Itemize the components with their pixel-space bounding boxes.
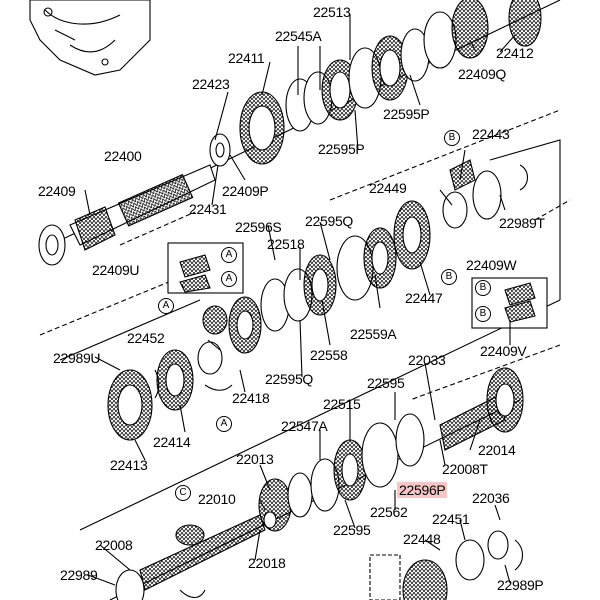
part-label-22596p-highlighted[interactable]: 22596P	[397, 482, 448, 498]
marker-a-3: A	[158, 298, 174, 314]
part-label-22452: 22452	[127, 330, 165, 346]
part-label-22413: 22413	[110, 457, 148, 473]
part-label-22036: 22036	[472, 490, 510, 506]
part-label-22414: 22414	[153, 434, 191, 450]
part-label-22989t: 22989T	[499, 215, 545, 231]
part-label-22595p-top: 22595P	[383, 106, 430, 122]
marker-c-1: C	[175, 485, 191, 501]
marker-b-2: B	[441, 269, 457, 285]
part-label-22409u: 22409U	[92, 262, 140, 278]
part-label-22596s: 22596S	[235, 219, 282, 235]
part-label-22447: 22447	[405, 290, 443, 306]
part-label-22411: 22411	[228, 50, 265, 66]
part-label-22595: 22595	[367, 375, 405, 391]
part-label-22558: 22558	[310, 347, 348, 363]
part-label-22595q-low: 22595Q	[265, 371, 314, 387]
part-label-22431: 22431	[189, 201, 227, 217]
part-label-22409w: 22409W	[466, 257, 517, 273]
part-label-22443: 22443	[472, 126, 510, 142]
part-label-22448: 22448	[403, 531, 441, 547]
part-label-22409p: 22409P	[222, 183, 269, 199]
part-label-22449: 22449	[369, 180, 407, 196]
part-label-22559a: 22559A	[350, 326, 397, 342]
part-label-22008: 22008	[95, 537, 133, 553]
marker-b-3: B	[475, 280, 491, 296]
part-label-22515: 22515	[323, 396, 361, 412]
part-label-22562: 22562	[370, 504, 408, 520]
part-label-22595q: 22595Q	[305, 213, 354, 229]
marker-a-1: A	[221, 247, 237, 263]
transmission-case-icon	[29, 0, 151, 76]
part-label-22033: 22033	[408, 352, 446, 368]
part-label-22989: 22989	[60, 567, 98, 583]
marker-a-4: A	[216, 416, 232, 432]
marker-b-1: B	[444, 130, 460, 146]
part-label-22409q: 22409Q	[458, 66, 507, 82]
part-label-22418: 22418	[232, 390, 270, 406]
part-label-22989u: 22989U	[53, 350, 101, 366]
part-label-22989p: 22989P	[497, 577, 544, 593]
part-label-22545a: 22545A	[275, 28, 322, 44]
part-label-22547a: 22547A	[281, 418, 328, 434]
part-label-22412: 22412	[496, 45, 534, 61]
part-label-22013: 22013	[236, 451, 274, 467]
marker-b-4: B	[475, 306, 491, 322]
part-label-22008t: 22008T	[442, 461, 488, 477]
part-label-22595p-mid: 22595P	[318, 141, 365, 157]
part-label-22451: 22451	[432, 511, 470, 527]
marker-a-2: A	[221, 271, 237, 287]
part-label-22014: 22014	[478, 442, 516, 458]
part-label-22595-low: 22595	[333, 522, 371, 538]
part-label-22409v: 22409V	[480, 343, 527, 359]
part-label-22010: 22010	[198, 491, 236, 507]
part-label-22409: 22409	[38, 183, 76, 199]
part-label-22518: 22518	[267, 236, 305, 252]
part-label-22513: 22513	[313, 4, 351, 20]
part-label-22018: 22018	[248, 555, 286, 571]
part-label-22400: 22400	[104, 148, 142, 164]
part-label-22423: 22423	[192, 76, 230, 92]
